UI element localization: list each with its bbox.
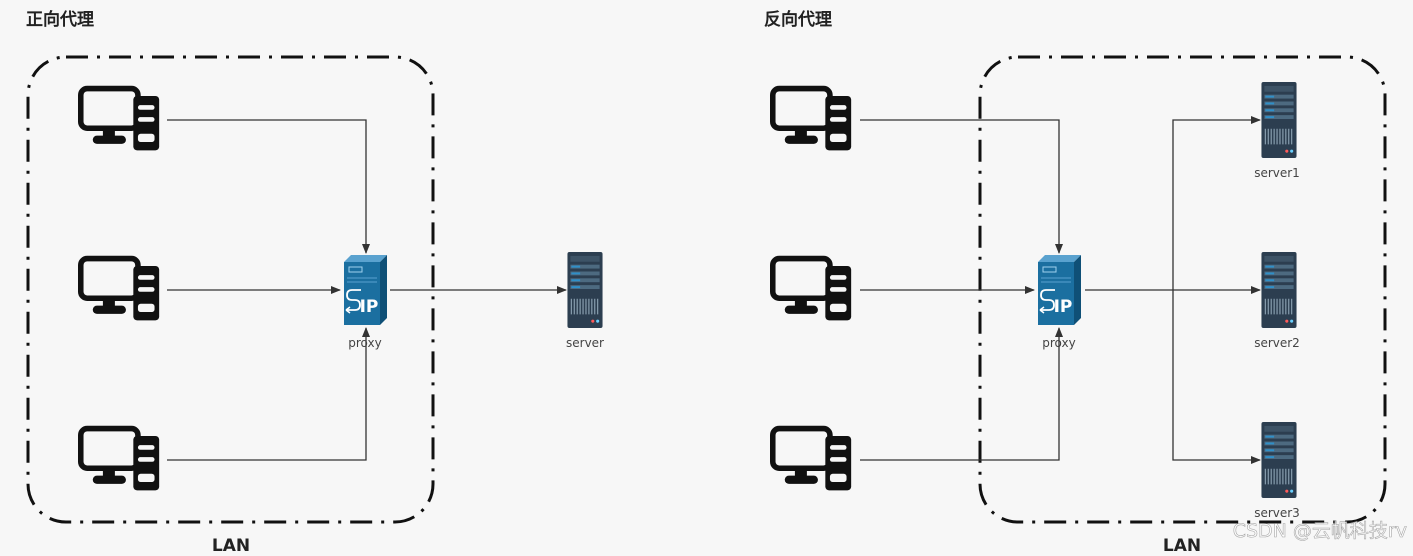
reverse-server-2-icon [1261, 252, 1297, 328]
forward-edge-client1-proxy [167, 119, 370, 254]
reverse-proxy-section: 反向代理 LAN IP proxy server1 server2 server… [764, 9, 1387, 556]
reverse-proxy-title: 反向代理 [764, 9, 832, 30]
reverse-edge-client3-proxy [860, 327, 1063, 461]
forward-proxy-section: 正向代理 LAN IP proxy server [26, 9, 604, 556]
forward-client-1-icon [81, 89, 159, 151]
forward-client-2-icon [81, 259, 159, 321]
reverse-server-1-label: server1 [1254, 166, 1300, 180]
reverse-proxy-badge: IP [1054, 297, 1073, 317]
forward-server-label: server [566, 336, 604, 350]
forward-lan-label: LAN [212, 536, 250, 556]
reverse-client-2-icon [773, 259, 851, 321]
reverse-edge-proxy-server3 [1172, 290, 1261, 464]
reverse-proxy-label: proxy [1042, 336, 1075, 350]
reverse-lan-label: LAN [1163, 536, 1201, 556]
reverse-client-3-icon [773, 429, 851, 491]
reverse-server-2-label: server2 [1254, 336, 1300, 350]
forward-proxy-label: proxy [348, 336, 381, 350]
forward-lan-boundary [26, 55, 435, 524]
reverse-server-3-label: server3 [1254, 506, 1300, 520]
forward-server-icon [567, 252, 603, 328]
reverse-edge-client1-proxy [860, 119, 1063, 254]
forward-client-3-icon [81, 429, 159, 491]
forward-proxy-badge: IP [360, 297, 379, 317]
reverse-server-3-icon [1261, 422, 1297, 498]
watermark: CSDN @云帆科技rv [1233, 520, 1407, 542]
reverse-edge-proxy-server1 [1172, 116, 1261, 290]
forward-proxy-title: 正向代理 [26, 9, 94, 30]
reverse-client-1-icon [773, 89, 851, 151]
forward-edge-client3-proxy [167, 327, 370, 461]
reverse-server-1-icon [1261, 82, 1297, 158]
